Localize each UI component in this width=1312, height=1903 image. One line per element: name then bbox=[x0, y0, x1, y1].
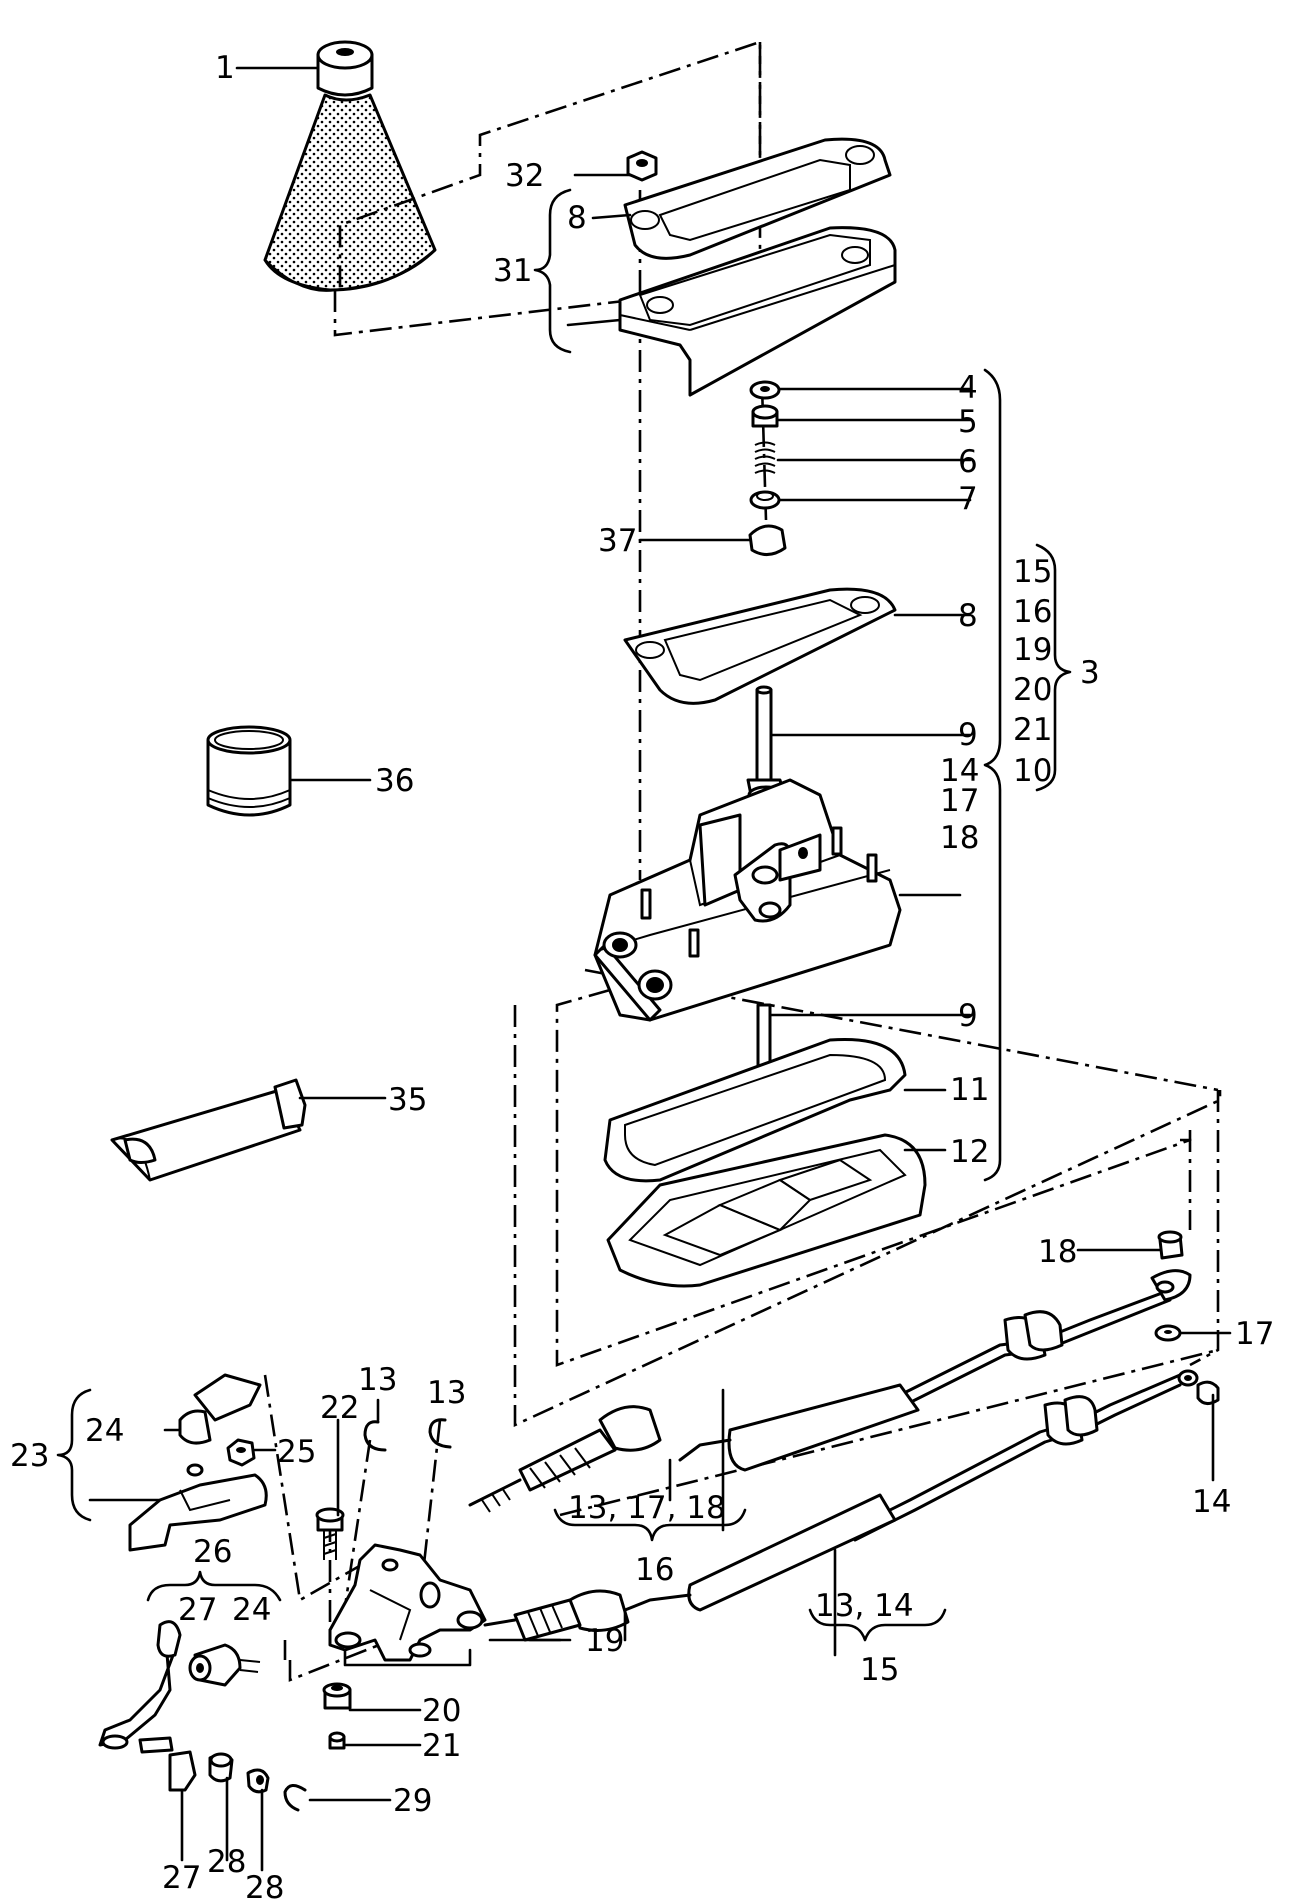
callout-21: 21 bbox=[1013, 712, 1052, 748]
callout-19: 19 bbox=[1013, 632, 1052, 668]
callout-9-lower: 9 bbox=[958, 998, 978, 1034]
callout-13-17-18: 13, 17, 18 bbox=[568, 1490, 726, 1526]
callout-8-middle: 8 bbox=[958, 598, 978, 634]
callout-28-left: 28 bbox=[207, 1844, 246, 1880]
callout-35: 35 bbox=[388, 1082, 427, 1118]
callout-21-nut: 21 bbox=[422, 1728, 461, 1764]
callout-17-cable: 17 bbox=[1235, 1316, 1274, 1352]
callout-17-top: 17 bbox=[940, 783, 979, 819]
gasket-11 bbox=[603, 1037, 907, 1183]
grease-tube-35 bbox=[110, 1078, 307, 1182]
callout-20-nut: 20 bbox=[422, 1693, 461, 1729]
gasket-8-top bbox=[623, 137, 892, 260]
callout-10: 10 bbox=[1013, 753, 1052, 789]
callout-4: 4 bbox=[958, 370, 978, 406]
callout-31: 31 bbox=[493, 253, 532, 289]
callout-11: 11 bbox=[950, 1072, 989, 1108]
main-housing bbox=[593, 778, 902, 1022]
shift-cables bbox=[468, 1230, 1220, 1642]
callout-12: 12 bbox=[950, 1134, 989, 1170]
callout-29: 29 bbox=[393, 1783, 432, 1819]
callout-13-right: 13 bbox=[427, 1375, 466, 1411]
callout-6: 6 bbox=[958, 444, 978, 480]
base-plate-12 bbox=[606, 1133, 927, 1288]
callout-36: 36 bbox=[375, 763, 414, 799]
callout-28-right: 28 bbox=[245, 1870, 284, 1903]
callout-18-cable: 18 bbox=[1038, 1234, 1077, 1270]
selector-linkage bbox=[98, 1373, 487, 1812]
housing-cover-31 bbox=[618, 226, 897, 397]
callout-5: 5 bbox=[958, 404, 978, 440]
callout-18-top: 18 bbox=[940, 820, 979, 856]
callout-26: 26 bbox=[193, 1534, 232, 1570]
callout-3: 3 bbox=[1080, 655, 1100, 691]
callout-22: 22 bbox=[320, 1390, 359, 1426]
callout-16-cable: 16 bbox=[635, 1552, 674, 1588]
callout-8-top: 8 bbox=[567, 200, 587, 236]
sleeve-36 bbox=[206, 725, 292, 817]
callout-15-cable: 15 bbox=[860, 1652, 899, 1688]
leader-lines bbox=[56, 66, 1232, 1872]
callout-9-top: 9 bbox=[958, 717, 978, 753]
shift-knob-boot bbox=[263, 40, 437, 292]
callout-16: 16 bbox=[1013, 594, 1052, 630]
callout-1: 1 bbox=[215, 50, 235, 86]
nut-32 bbox=[626, 150, 658, 182]
callout-19-bracket: 19 bbox=[585, 1623, 624, 1659]
callout-13-left: 13 bbox=[358, 1362, 397, 1398]
callout-24-lower: 24 bbox=[232, 1592, 271, 1628]
gasket-8-middle bbox=[623, 587, 897, 705]
callout-24-top: 24 bbox=[85, 1413, 124, 1449]
callout-32: 32 bbox=[505, 158, 544, 194]
callout-23: 23 bbox=[10, 1438, 49, 1474]
callout-labels: 1 32 8 31 4 5 6 7 37 8 15 16 19 20 21 10… bbox=[10, 50, 1274, 1903]
callout-13-14: 13, 14 bbox=[815, 1588, 914, 1624]
callout-25: 25 bbox=[277, 1434, 316, 1470]
callout-14-cable: 14 bbox=[1192, 1484, 1231, 1520]
callout-20: 20 bbox=[1013, 672, 1052, 708]
small-parts-stack bbox=[748, 380, 787, 556]
callout-15: 15 bbox=[1013, 554, 1052, 590]
callout-27-top: 27 bbox=[178, 1592, 217, 1628]
callout-7: 7 bbox=[958, 481, 978, 517]
callout-27-lower: 27 bbox=[162, 1860, 201, 1896]
callout-37: 37 bbox=[598, 523, 637, 559]
callout-14-top: 14 bbox=[940, 753, 979, 789]
